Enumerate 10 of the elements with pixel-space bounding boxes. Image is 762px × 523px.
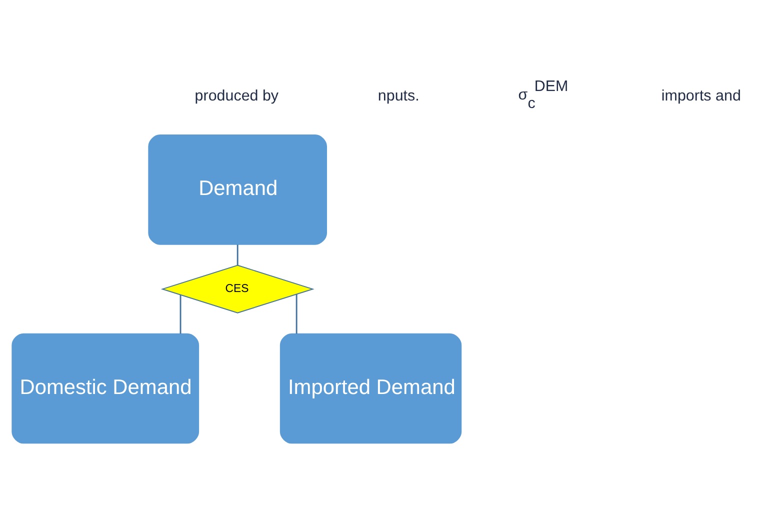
node-box: Imported Demand bbox=[280, 333, 462, 444]
label: nputs. bbox=[378, 88, 420, 105]
node-box: Demand bbox=[148, 134, 328, 245]
connector bbox=[236, 244, 238, 266]
node-box: Domestic Demand bbox=[12, 333, 200, 444]
label: produced by bbox=[194, 88, 279, 105]
node-diamond: CES bbox=[160, 264, 314, 314]
connector bbox=[296, 294, 298, 334]
label: imports and bbox=[661, 88, 741, 105]
connector bbox=[180, 295, 182, 334]
